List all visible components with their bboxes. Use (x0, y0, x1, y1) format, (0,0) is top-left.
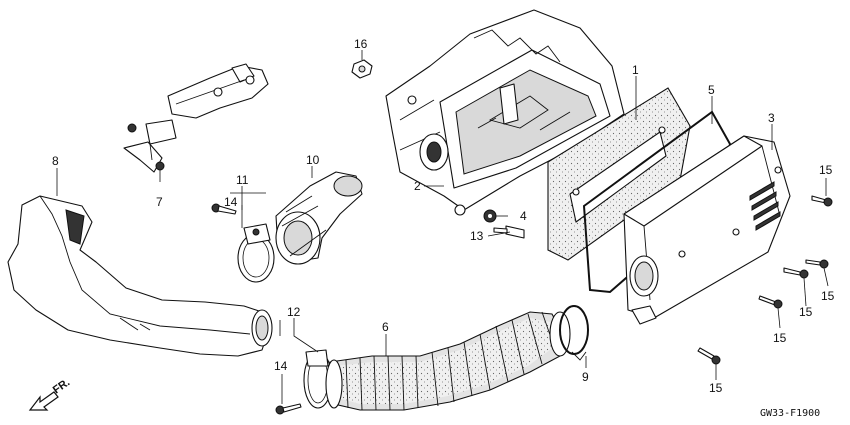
callout-15-a: 15 (819, 163, 833, 177)
callout-16: 16 (354, 37, 368, 51)
leader-lines (56, 50, 829, 404)
callout-10: 10 (306, 153, 320, 167)
callout-15-d: 15 (773, 331, 787, 345)
part-13-bolt (493, 225, 525, 239)
part-12-clamp (303, 349, 333, 409)
callout-8: 8 (52, 154, 59, 168)
part-6-corrugated-tube (325, 311, 571, 411)
callout-14-upper: 14 (224, 195, 238, 209)
part-7-bracket (123, 63, 269, 173)
callout-3: 3 (768, 111, 775, 125)
callout-13: 13 (470, 229, 484, 243)
callout-15-c: 15 (799, 305, 813, 319)
part-14-screw-upper (211, 203, 237, 215)
part-8-intake-duct (7, 195, 273, 357)
callout-11: 11 (236, 173, 249, 187)
callout-1: 1 (632, 63, 639, 77)
part-15-screw-a (811, 195, 833, 207)
part-10-connecting-tube (275, 171, 363, 265)
callout-15-b: 15 (821, 289, 835, 303)
callout-9: 9 (582, 370, 589, 384)
part-16-nut (351, 59, 373, 79)
part-9-ring-clip (559, 305, 589, 361)
callout-7: 7 (156, 195, 163, 209)
drawing-code: GW33-F1900 (760, 408, 820, 419)
part-3-cleaner-cover (623, 135, 791, 325)
callout-14-lower: 14 (274, 359, 288, 373)
callout-12: 12 (287, 305, 301, 319)
part-14-screw-lower (275, 403, 302, 415)
part-15-screw-e (697, 347, 721, 365)
part-2-air-cleaner-case (385, 9, 625, 216)
callout-4: 4 (520, 209, 527, 223)
callout-15-e: 15 (709, 381, 723, 395)
callout-labels: 8 7 11 14 10 12 14 6 9 16 2 4 13 1 5 3 1… (52, 37, 835, 395)
part-4-washer (483, 209, 497, 223)
callout-5: 5 (708, 83, 715, 97)
part-15-screw-d (758, 295, 783, 309)
part-15-screw-b (805, 259, 829, 269)
callout-2: 2 (414, 179, 421, 193)
front-arrow-icon: FR. (28, 376, 72, 411)
part-15-screw-c (783, 267, 809, 279)
callout-6: 6 (382, 320, 389, 334)
part-11-clamp (237, 223, 275, 283)
